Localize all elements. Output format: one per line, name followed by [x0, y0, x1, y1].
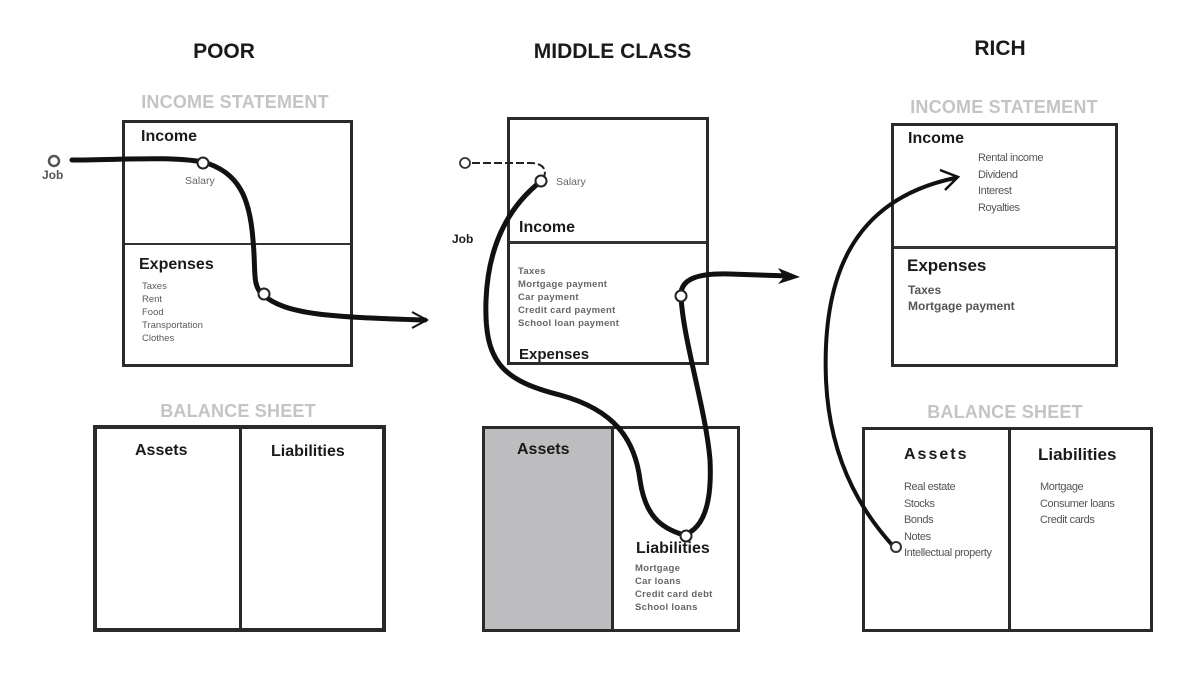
list-item: Rental income: [978, 152, 1044, 164]
list-item: Interest: [978, 185, 1012, 197]
list-item: Mortgage payment: [908, 299, 1015, 313]
list-item: Car payment: [518, 292, 579, 303]
rich-balance-sheet: Assets Real estate Stocks Bonds Notes In…: [862, 427, 1153, 632]
rich-income-statement-title: INCOME STATEMENT: [910, 97, 1098, 117]
poor-expenses-label: Expenses: [139, 256, 214, 273]
list-item: Taxes: [142, 281, 167, 292]
rich-expenses-list: Taxes Mortgage payment: [908, 282, 1015, 314]
list-item: Mortgage: [635, 563, 681, 574]
middle-income-divider: [510, 241, 706, 244]
poor-liabilities-label: Liabilities: [271, 443, 345, 460]
list-item: Consumer loans: [1040, 497, 1115, 510]
middle-expenses-list: Taxes Mortgage payment Car payment Credi…: [518, 265, 619, 330]
middle-salary-label: Salary: [556, 176, 586, 188]
middle-income-statement: Income Taxes Mortgage payment Car paymen…: [507, 117, 709, 365]
poor-income-label: Income: [141, 128, 198, 145]
rich-assets-list: Real estate Stocks Bonds Notes Intellect…: [904, 479, 992, 562]
poor-arrowhead-icon: [411, 311, 430, 329]
poor-expenses-list: Taxes Rent Food Transportation Clothes: [142, 280, 203, 345]
list-item: Mortgage payment: [518, 279, 608, 290]
list-item: Credit card debt: [635, 589, 713, 600]
poor-job-label: Job: [42, 168, 64, 182]
rich-expenses-label: Expenses: [907, 256, 987, 275]
middle-liabilities-list: Mortgage Car loans Credit card debt Scho…: [635, 562, 713, 614]
rich-income-label: Income: [908, 130, 965, 147]
list-item: Royalties: [978, 201, 1020, 214]
poor-income-statement: Income Expenses Taxes Rent Food Transpor…: [122, 120, 353, 367]
list-item: Credit card payment: [518, 305, 616, 316]
poor-income-statement-title: INCOME STATEMENT: [141, 92, 329, 112]
poor-salary-label: Salary: [185, 175, 215, 187]
poor-assets-label: Assets: [135, 442, 188, 459]
middle-column-title: MIDDLE CLASS: [533, 40, 692, 63]
poor-balance-sheet-title: BALANCE SHEET: [160, 401, 316, 421]
poor-balance-sheet: Assets Liabilities: [93, 425, 386, 632]
list-item: Clothes: [142, 333, 175, 344]
middle-job-label: Job: [452, 232, 474, 246]
rich-column-title: RICH: [974, 37, 1026, 60]
list-item: Car loans: [635, 576, 681, 587]
rich-income-list: Rental income Dividend Interest Royaltie…: [978, 150, 1044, 216]
middle-assets-label: Assets: [517, 441, 570, 458]
poor-job-node: [47, 154, 61, 168]
list-item: Food: [142, 307, 164, 318]
list-item: Real estate: [904, 481, 956, 493]
list-item: Stocks: [904, 497, 935, 510]
middle-assets-panel: [485, 429, 611, 629]
rich-assets-label: Assets: [904, 446, 969, 463]
middle-job-node: [459, 157, 471, 169]
list-item: Credit cards: [1040, 514, 1095, 526]
list-item: Notes: [904, 530, 931, 543]
rich-income-divider: [894, 246, 1115, 249]
middle-balance-divider: [611, 429, 614, 629]
middle-income-label: Income: [519, 219, 576, 236]
list-item: Taxes: [908, 283, 942, 297]
list-item: Bonds: [904, 514, 934, 526]
rich-income-statement: Income Rental income Dividend Interest R…: [891, 123, 1118, 367]
list-item: Taxes: [518, 266, 546, 277]
rich-balance-sheet-title: BALANCE SHEET: [927, 402, 1083, 422]
rich-liabilities-list: Mortgage Consumer loans Credit cards: [1040, 479, 1115, 529]
list-item: Dividend: [978, 168, 1018, 181]
middle-arrowhead-icon: [778, 268, 800, 284]
poor-column-title: POOR: [193, 40, 255, 63]
list-item: School loan payment: [518, 318, 620, 329]
middle-balance-sheet: Assets Liabilities Mortgage Car loans Cr…: [482, 426, 740, 632]
middle-expenses-label: Expenses: [519, 346, 590, 363]
list-item: School loans: [635, 602, 698, 613]
list-item: Transportation: [142, 320, 203, 331]
middle-liabilities-label: Liabilities: [636, 540, 710, 557]
rich-balance-divider: [1008, 430, 1011, 629]
list-item: Mortgage: [1040, 481, 1084, 493]
list-item: Intellectual property: [904, 547, 992, 559]
poor-balance-divider: [239, 429, 242, 628]
rich-liabilities-label: Liabilities: [1038, 445, 1117, 464]
list-item: Rent: [142, 294, 163, 305]
poor-income-divider: [125, 243, 350, 245]
